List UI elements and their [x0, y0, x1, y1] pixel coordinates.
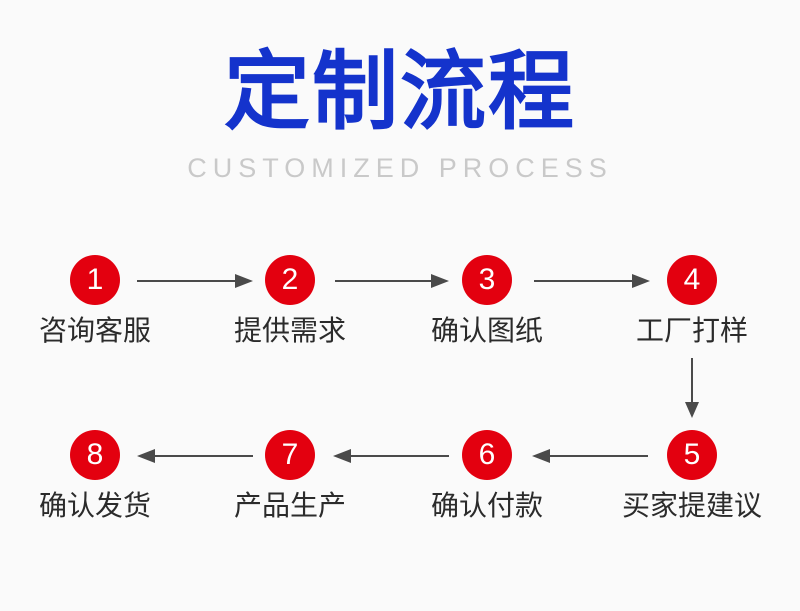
step-number-badge: 7 [265, 430, 315, 480]
step-label: 买家提建议 [621, 489, 762, 522]
page-title: 定制流程 [224, 42, 576, 142]
step-label: 咨询客服 [38, 314, 151, 347]
arrow-right-icon-step1-to-step2 [137, 274, 253, 288]
step-label: 确认发货 [38, 489, 151, 522]
arrow-right-icon-step3-to-step4 [534, 274, 650, 288]
step-number-badge: 5 [667, 430, 717, 480]
step-label: 确认图纸 [430, 314, 543, 347]
step-label: 提供需求 [233, 314, 346, 347]
step-number-badge: 1 [70, 255, 120, 305]
process-step-5: 5 买家提建议 [602, 430, 782, 525]
process-step-7: 7 产品生产 [200, 430, 380, 525]
step-label: 工厂打样 [635, 314, 748, 347]
arrow-left-icon-step6-to-step7 [333, 449, 449, 463]
step-number-badge: 3 [462, 255, 512, 305]
arrow-left-icon-step5-to-step6 [532, 449, 648, 463]
process-step-3: 3 确认图纸 [397, 255, 577, 350]
process-step-1: 1 咨询客服 [5, 255, 185, 350]
step-label: 产品生产 [233, 489, 346, 522]
step-number-badge: 2 [265, 255, 315, 305]
process-step-8: 8 确认发货 [5, 430, 185, 525]
arrow-left-icon-step7-to-step8 [137, 449, 253, 463]
process-step-2: 2 提供需求 [200, 255, 380, 350]
page-subtitle: CUSTOMIZED PROCESS [187, 153, 613, 183]
arrow-down-icon-step4-to-step5 [685, 358, 699, 418]
step-number-badge: 4 [667, 255, 717, 305]
step-label: 确认付款 [430, 489, 543, 522]
step-number-badge: 6 [462, 430, 512, 480]
step-number-badge: 8 [70, 430, 120, 480]
process-step-4: 4 工厂打样 [602, 255, 782, 350]
header: 定制流程 CUSTOMIZED PROCESS [0, 40, 800, 184]
arrow-right-icon-step2-to-step3 [335, 274, 449, 288]
process-step-6: 6 确认付款 [397, 430, 577, 525]
